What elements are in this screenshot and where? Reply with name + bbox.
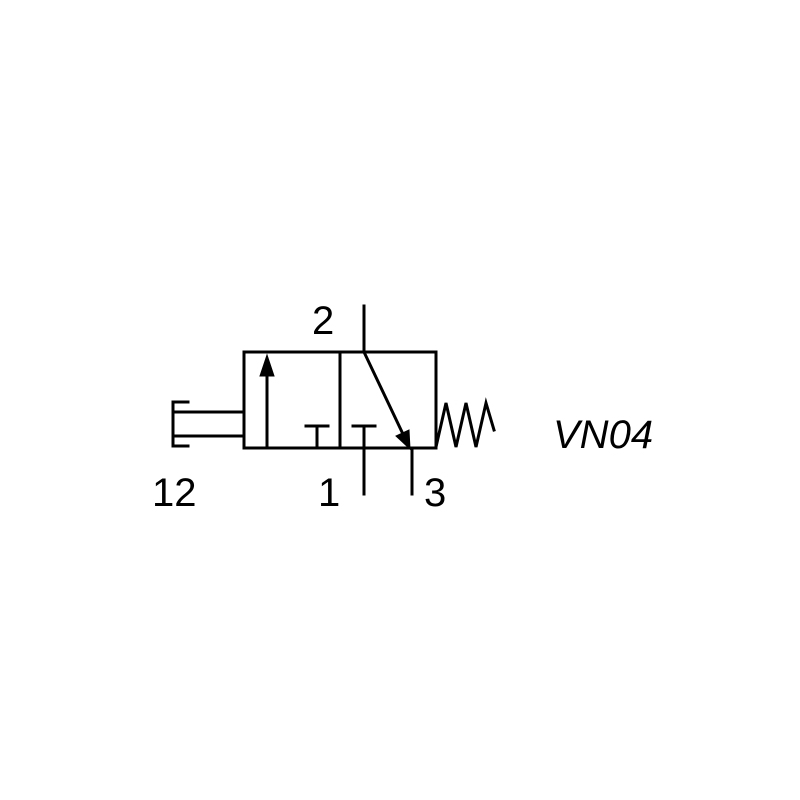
left-position-blocked-port bbox=[304, 424, 330, 450]
model-label: VN04 bbox=[553, 413, 653, 457]
pilot-actuator-bracket bbox=[171, 400, 190, 448]
left-position-arrowhead bbox=[259, 353, 275, 377]
right-position-flow-line bbox=[362, 350, 404, 434]
spring-return bbox=[434, 397, 496, 449]
port-3-label: 3 bbox=[424, 471, 446, 515]
pilot-port-label: 12 bbox=[152, 471, 197, 515]
right-position-blocked-port bbox=[351, 424, 377, 450]
port-1-label: 1 bbox=[318, 471, 340, 515]
port-2-label: 2 bbox=[312, 299, 334, 343]
right-position-arrowhead bbox=[395, 429, 411, 451]
